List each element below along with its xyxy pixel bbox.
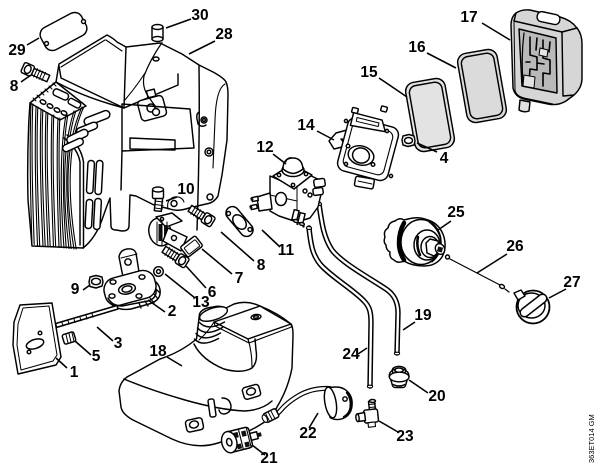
svg-text:29: 29 (8, 42, 26, 59)
svg-text:4: 4 (440, 150, 449, 167)
svg-text:27: 27 (563, 274, 580, 291)
svg-text:9: 9 (71, 281, 80, 298)
svg-text:1: 1 (70, 364, 79, 381)
svg-text:19: 19 (414, 307, 432, 324)
svg-text:30: 30 (191, 7, 208, 24)
svg-text:23: 23 (396, 428, 414, 445)
svg-text:28: 28 (215, 26, 233, 43)
svg-text:26: 26 (506, 238, 524, 255)
svg-text:7: 7 (235, 270, 244, 287)
svg-text:5: 5 (92, 348, 101, 365)
svg-text:20: 20 (428, 388, 445, 405)
svg-text:12: 12 (256, 139, 273, 156)
svg-text:18: 18 (149, 343, 167, 360)
svg-text:15: 15 (360, 64, 378, 81)
svg-text:24: 24 (342, 346, 360, 363)
svg-text:14: 14 (297, 117, 315, 134)
svg-text:16: 16 (408, 39, 426, 56)
svg-text:22: 22 (299, 425, 316, 442)
svg-text:17: 17 (460, 9, 477, 26)
svg-text:363ET014 GM: 363ET014 GM (587, 414, 596, 463)
svg-text:13: 13 (192, 294, 210, 311)
svg-text:8: 8 (257, 257, 266, 274)
svg-text:2: 2 (168, 303, 177, 320)
svg-text:25: 25 (447, 204, 465, 221)
svg-text:21: 21 (260, 450, 278, 467)
svg-text:10: 10 (177, 181, 194, 198)
svg-text:6: 6 (208, 284, 217, 301)
svg-text:3: 3 (114, 335, 123, 352)
svg-text:11: 11 (278, 242, 295, 259)
svg-text:8: 8 (10, 78, 19, 95)
